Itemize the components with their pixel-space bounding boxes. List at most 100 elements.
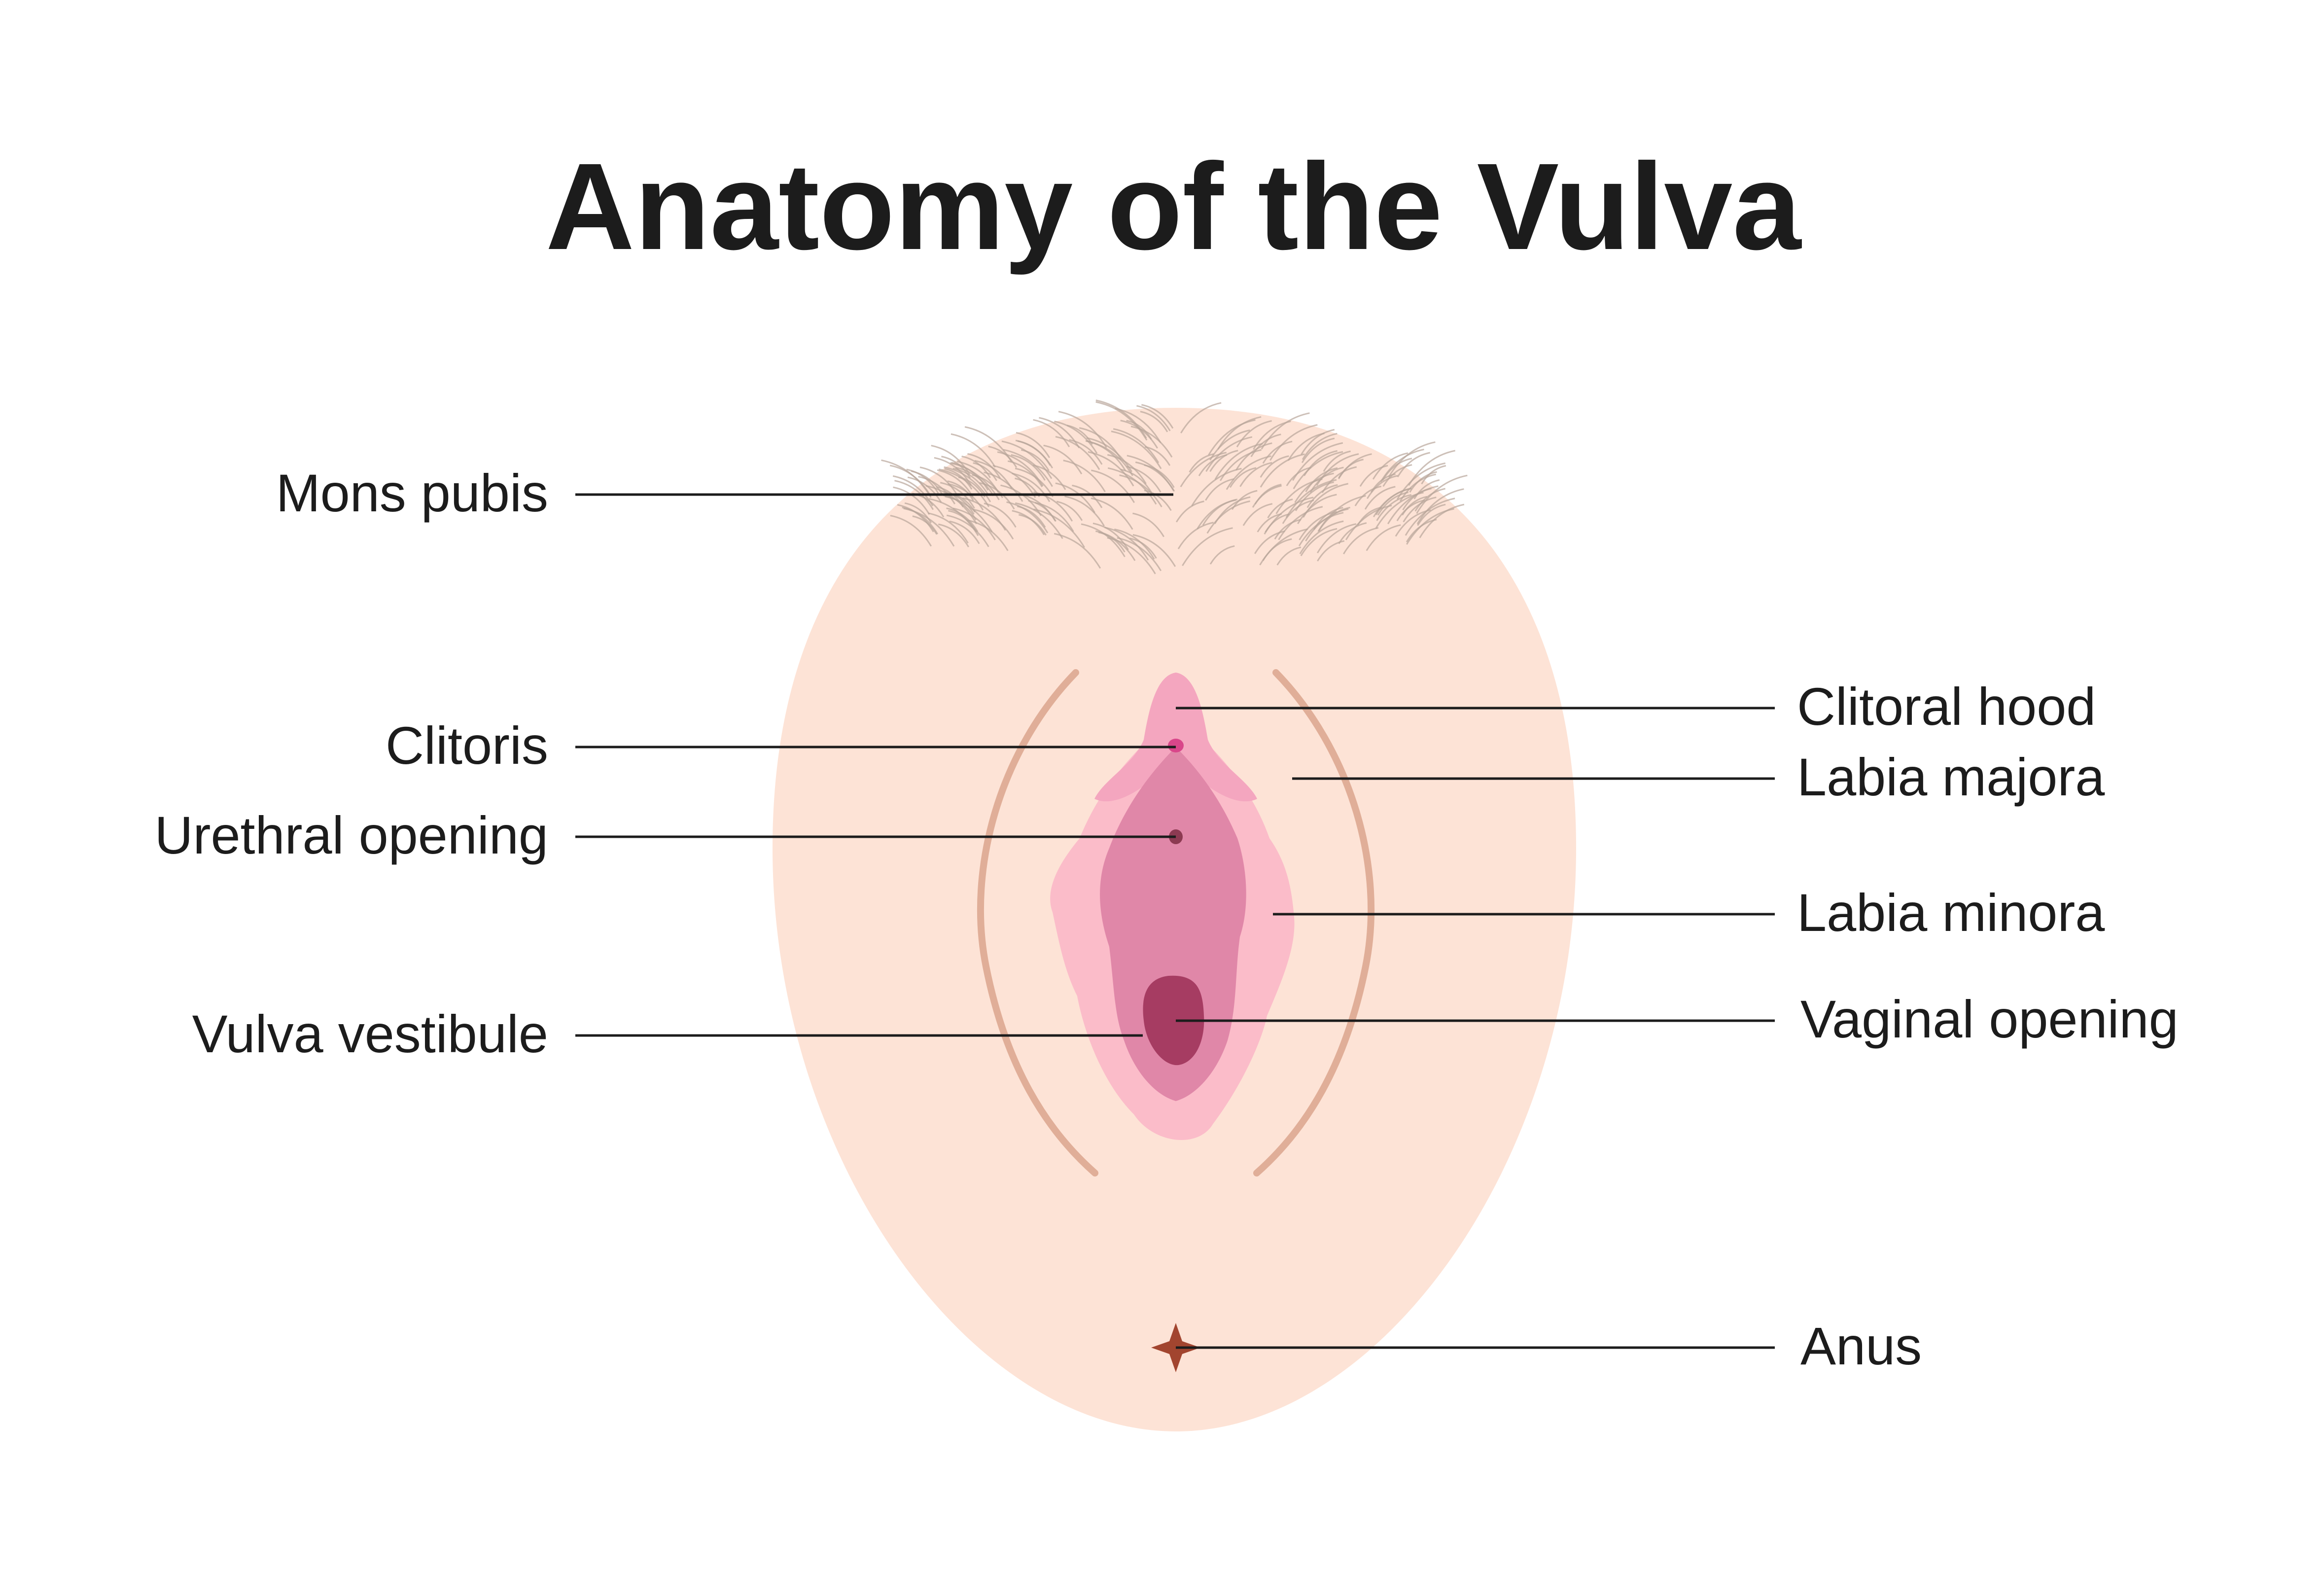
hair-strand: [1208, 419, 1256, 456]
hair-strand: [1214, 496, 1251, 524]
hair-strand: [1043, 444, 1083, 474]
hair-strand: [1085, 440, 1127, 471]
hair-strand: [1209, 450, 1238, 472]
hair-strand: [1317, 495, 1366, 532]
hair-strand: [1366, 524, 1401, 551]
hair-strand: [1414, 488, 1445, 512]
hair-strand: [1209, 545, 1235, 565]
hair-strand: [1054, 421, 1098, 454]
hair-strand: [1092, 522, 1129, 550]
hair-strand: [951, 433, 996, 468]
hair-strand: [904, 502, 932, 524]
hair-strand: [1104, 527, 1149, 561]
hair-strand: [894, 480, 934, 510]
hair-strand: [1130, 426, 1173, 458]
hair-strand: [1364, 486, 1396, 510]
label-clitoris: Clitoris: [386, 715, 548, 775]
clitoral-hood: [1094, 673, 1257, 802]
hair-strand: [1405, 498, 1455, 536]
hair-strand: [1239, 462, 1272, 487]
hair-strand: [1409, 471, 1437, 493]
hair-strand: [1120, 420, 1159, 449]
hair-strand: [1305, 467, 1338, 493]
hair-strand: [1003, 449, 1053, 487]
hair-strand: [1260, 455, 1289, 478]
label-clitoral-hood: Clitoral hood: [1797, 677, 2096, 736]
hair-strand: [1316, 453, 1359, 486]
hair-strand: [940, 482, 975, 509]
hair-strand: [992, 464, 1036, 498]
hair-strand: [1306, 484, 1338, 508]
hair-strand: [944, 468, 973, 490]
hair-strand: [1261, 412, 1310, 450]
hair-strand: [951, 462, 989, 491]
hair-strand: [1372, 452, 1408, 480]
hair-strand: [1317, 523, 1357, 554]
hair-strand: [1055, 482, 1095, 513]
hair-strand: [937, 469, 974, 498]
hair-strand: [1305, 508, 1349, 542]
hair-strand: [1034, 501, 1074, 532]
hair-strand: [956, 461, 999, 493]
hair-strand: [1254, 530, 1285, 554]
hair-strand: [1120, 468, 1153, 493]
hair-strand: [912, 515, 938, 535]
hair-strand: [1182, 527, 1233, 566]
hair-strand: [1205, 436, 1253, 472]
hair-strand: [1217, 416, 1262, 450]
hair-strand: [1033, 419, 1070, 447]
hair-strand: [1175, 500, 1204, 523]
hair-strand: [890, 515, 932, 547]
hair-strand: [1012, 510, 1045, 535]
hair-strand: [1055, 436, 1100, 470]
hair-strand: [1064, 496, 1105, 527]
hair-strand: [1209, 429, 1250, 461]
hair-strand: [1416, 474, 1468, 514]
label-mons-pubis: Mons pubis: [276, 463, 548, 523]
hair-strand: [1317, 540, 1345, 562]
hair-strand: [967, 519, 1009, 551]
hair-strand: [1072, 484, 1103, 508]
hair-strand: [1205, 478, 1234, 501]
hair-strand: [1321, 466, 1357, 494]
hair-strand: [1275, 478, 1323, 514]
hair-strand: [928, 512, 969, 544]
hair-strand: [1297, 494, 1337, 525]
hair-strand: [938, 523, 969, 547]
hair-strand: [1413, 479, 1440, 499]
clitoris: [1168, 739, 1184, 752]
hair-strand: [1338, 522, 1367, 544]
hair-strand: [1189, 453, 1214, 473]
hair-strand: [906, 468, 939, 494]
hair-strand: [1323, 450, 1351, 472]
pubic-hair: [881, 399, 1468, 574]
hair-strand: [1262, 538, 1292, 561]
hair-strand: [943, 491, 975, 515]
label-labia-minora: Labia minora: [1797, 883, 2105, 942]
hair-strand: [1250, 433, 1281, 458]
hair-strand: [1079, 427, 1122, 460]
hair-strand: [1260, 453, 1305, 488]
hair-strand: [881, 459, 932, 498]
diagram-title: Anatomy of the Vulva: [546, 138, 1802, 275]
hair-strand: [1278, 506, 1323, 540]
hair-strand: [1387, 485, 1439, 525]
hair-strand: [1396, 462, 1446, 500]
hair-strand: [1345, 504, 1392, 540]
hair-strand: [1117, 537, 1162, 571]
hair-strand: [1197, 499, 1236, 530]
hair-strand: [1282, 499, 1314, 524]
label-vaginal-opening: Vaginal opening: [1800, 989, 2179, 1049]
hair-strand: [974, 460, 1013, 489]
hair-strand: [1141, 404, 1174, 429]
hair-strand: [961, 455, 991, 478]
hair-strand: [1015, 502, 1063, 539]
hair-strand: [973, 508, 1014, 540]
hair-strand: [1016, 431, 1051, 459]
hair-strand: [1302, 432, 1338, 460]
hair-strand: [1136, 405, 1171, 431]
hair-strand: [1086, 437, 1133, 472]
hair-strand: [1403, 497, 1437, 523]
hair-strand: [1107, 454, 1147, 484]
